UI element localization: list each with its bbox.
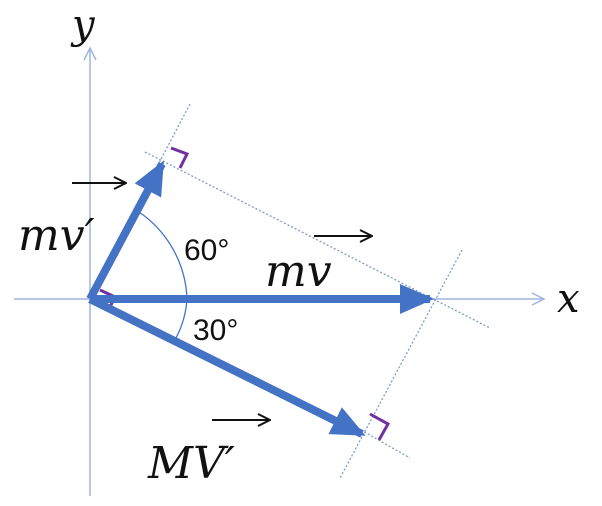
vector-mv-prime: [86, 160, 166, 301]
y-axis-label: y: [70, 2, 96, 48]
vector-MV-prime: [88, 295, 366, 438]
guide-line-right: [339, 249, 463, 479]
right-angle-marker-top: [170, 146, 190, 169]
angle-arc-lower: [175, 298, 188, 339]
guide-line-top: [144, 151, 491, 329]
label-mv: mv: [265, 246, 332, 297]
angle-label-lower: 30°: [193, 314, 238, 347]
right-angle-marker-bottom: [369, 412, 391, 441]
label-mv-prime: mv′: [18, 210, 95, 261]
label-MV-prime: MV′: [147, 438, 235, 489]
angle-arc-upper: [138, 211, 188, 300]
x-axis-label: x: [557, 276, 580, 322]
angle-label-upper: 60°: [184, 234, 229, 267]
